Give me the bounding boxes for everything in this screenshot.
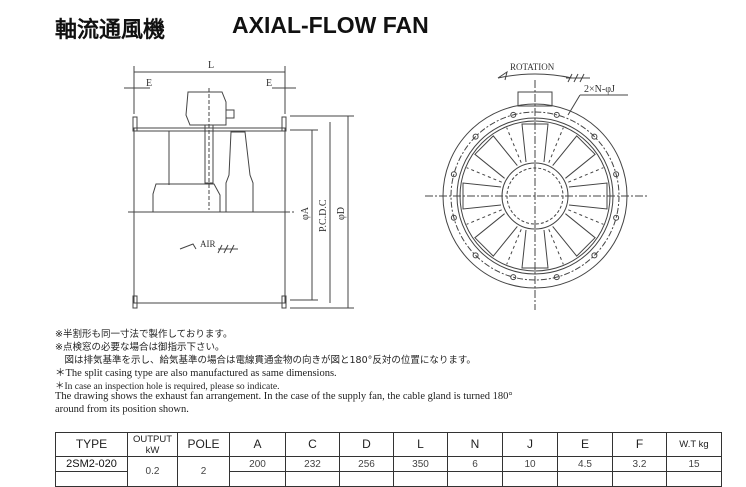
header-l: L	[393, 432, 448, 457]
bolt-hole	[613, 171, 620, 178]
bolt-hole	[472, 133, 479, 140]
fan-blade	[474, 213, 518, 257]
bolt-hole	[553, 274, 560, 281]
header-weight: W.T kg	[666, 432, 722, 457]
note-en-1: ＊The split casing type are also manufact…	[55, 368, 337, 379]
bolt-hole	[510, 274, 517, 281]
impeller-blade-side	[225, 131, 254, 213]
note-jp-2: ※点検窓の必要な場合は御指示下さい。	[55, 342, 225, 353]
note-en-4: around from its position shown.	[55, 404, 189, 415]
header-e: E	[557, 432, 613, 457]
fan-blade	[462, 182, 502, 210]
bolt-hole	[450, 171, 457, 178]
fan-blade	[521, 123, 549, 163]
motor	[152, 183, 221, 213]
cell-a: 200	[229, 456, 286, 472]
blade-rib	[548, 127, 564, 163]
page-title-english: AXIAL-FLOW FAN	[232, 12, 429, 38]
cell-weight: 15	[666, 456, 722, 472]
header-type: TYPE	[55, 432, 128, 457]
label-E-right: E	[266, 78, 272, 89]
bolt-hole	[472, 252, 479, 259]
cell-type: 2SM2-020	[55, 456, 128, 472]
cell-f: 3.2	[612, 456, 667, 472]
fan-blade	[474, 135, 518, 179]
header-pole: POLE	[177, 432, 230, 457]
label-rotation: ROTATION	[510, 62, 555, 72]
note-en-3: The drawing shows the exhaust fan arrang…	[55, 391, 513, 402]
header-d: D	[339, 432, 394, 457]
blade-rib	[506, 127, 522, 163]
note-en-2: ＊In case an inspection hole is required,…	[55, 382, 280, 392]
fan-blade	[568, 182, 608, 210]
cell-j: 10	[502, 456, 558, 472]
bolt-hole	[450, 214, 457, 221]
cable-gland	[517, 91, 553, 107]
label-air: AIR	[200, 239, 216, 249]
header-c: C	[285, 432, 340, 457]
header-f: F	[612, 432, 667, 457]
cell-e: 4.5	[557, 456, 613, 472]
cell-output: 0.2	[127, 456, 178, 487]
front-view	[425, 70, 648, 310]
blade-rib	[466, 209, 502, 225]
fan-blade	[552, 135, 596, 179]
header-j: J	[502, 432, 558, 457]
cell-c: 232	[285, 456, 340, 472]
cell-d: 256	[339, 456, 394, 472]
bolt-hole	[553, 111, 560, 118]
cell-l: 350	[393, 456, 448, 472]
blade-rib	[548, 229, 564, 265]
label-L: L	[208, 60, 214, 71]
header-a: A	[229, 432, 286, 457]
label-E-left: E	[146, 78, 152, 89]
bolt-hole	[613, 214, 620, 221]
terminal-box	[185, 91, 227, 126]
note-jp-1: ※半割形も同一寸法で製作しております。	[55, 329, 233, 340]
note-jp-3: 図は排気基準を示し、給気基準の場合は電線貫通金物の向きが図と180°反対の位置に…	[55, 355, 476, 366]
blade-rib	[506, 229, 522, 265]
cell-n: 6	[447, 456, 503, 472]
label-pcd: P.C.D.C	[318, 199, 329, 232]
fan-blade	[552, 213, 596, 257]
bolt-hole	[510, 111, 517, 118]
label-phiD: φD	[336, 207, 347, 220]
blade-rib	[466, 167, 502, 183]
table-row: 2SM2-020 0.2 2 200 232 256 350 6 10 4.5 …	[55, 456, 722, 487]
bolt-hole	[591, 252, 598, 259]
blade-rib	[568, 209, 604, 225]
header-n: N	[447, 432, 503, 457]
page-title-japanese: 軸流通風機	[55, 18, 166, 43]
bolt-hole	[591, 133, 598, 140]
fan-blade	[521, 229, 549, 269]
header-output: OUTPUT kW	[127, 432, 178, 457]
label-holes: 2×N-φJ	[584, 84, 615, 95]
side-view	[124, 66, 354, 309]
label-phiA: φA	[300, 206, 311, 220]
blade-rib	[568, 167, 604, 183]
table-header-row: TYPE OUTPUT kW POLE A C D L N J E F W.T …	[55, 432, 722, 457]
cell-pole: 2	[177, 456, 230, 487]
